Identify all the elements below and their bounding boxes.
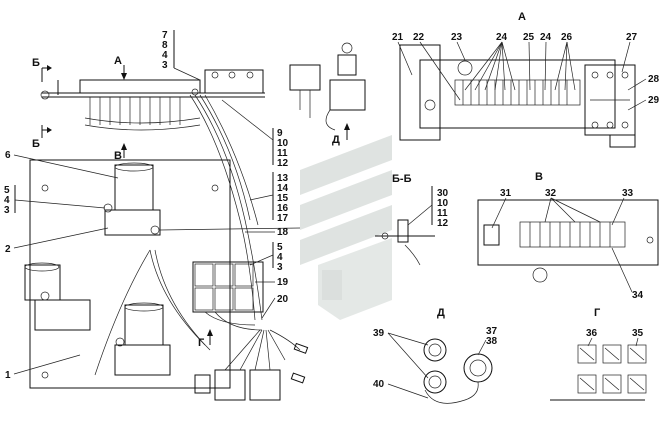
- svg-text:28: 28: [648, 74, 660, 85]
- label-1: 1: [5, 354, 81, 381]
- svg-text:А: А: [114, 55, 122, 67]
- svg-text:В: В: [114, 150, 122, 162]
- svg-text:23: 23: [451, 32, 463, 43]
- svg-text:14: 14: [277, 183, 289, 194]
- svg-text:7: 7: [162, 30, 168, 41]
- svg-text:5: 5: [4, 185, 10, 196]
- connector-bundle: [194, 329, 309, 401]
- view-arrow-d: Д: [332, 123, 350, 146]
- svg-text:Д: Д: [437, 307, 445, 319]
- svg-text:36: 36: [586, 328, 598, 339]
- label-stack-left: 5 4 3: [4, 185, 106, 216]
- svg-text:10: 10: [437, 198, 449, 209]
- watermark-logo: [300, 135, 392, 320]
- svg-text:1: 1: [5, 370, 11, 381]
- label-6: 6: [5, 150, 119, 179]
- svg-text:26: 26: [561, 32, 573, 43]
- svg-text:17: 17: [277, 213, 289, 224]
- svg-text:37: 37: [486, 326, 498, 337]
- svg-text:Д: Д: [332, 134, 340, 146]
- svg-text:Б: Б: [32, 138, 40, 150]
- svg-text:6: 6: [5, 150, 11, 161]
- svg-text:11: 11: [437, 208, 448, 219]
- view-arrow-g: Г: [198, 329, 213, 349]
- view-v: В 31 32 33 34: [477, 171, 659, 301]
- svg-text:20: 20: [277, 294, 289, 305]
- svg-text:30: 30: [437, 188, 449, 199]
- view-g: Г 36 35: [550, 307, 647, 401]
- svg-text:25: 25: [523, 32, 535, 43]
- svg-text:Б-Б: Б-Б: [392, 173, 412, 185]
- svg-text:24: 24: [540, 32, 552, 43]
- svg-text:19: 19: [277, 277, 289, 288]
- svg-text:12: 12: [277, 158, 289, 169]
- svg-text:29: 29: [648, 95, 660, 106]
- svg-text:35: 35: [632, 328, 644, 339]
- svg-text:А: А: [518, 11, 526, 23]
- svg-text:38: 38: [486, 336, 498, 347]
- svg-text:9: 9: [277, 128, 283, 139]
- main-plate: [24, 94, 301, 389]
- svg-text:15: 15: [277, 193, 289, 204]
- svg-text:8: 8: [162, 40, 168, 51]
- label-stack-right: 9 10 11 12: [221, 99, 289, 169]
- svg-text:40: 40: [373, 379, 385, 390]
- svg-text:21: 21: [392, 32, 404, 43]
- view-arrow-v: В: [114, 143, 127, 162]
- svg-text:27: 27: [626, 32, 638, 43]
- label-19: 19: [255, 277, 289, 288]
- svg-text:4: 4: [162, 50, 168, 61]
- svg-text:3: 3: [162, 60, 168, 71]
- svg-text:4: 4: [4, 195, 10, 206]
- view-d: Д 39 37 38 40: [373, 307, 498, 404]
- label-2: 2: [5, 227, 109, 255]
- svg-text:32: 32: [545, 188, 557, 199]
- svg-text:16: 16: [277, 203, 289, 214]
- svg-text:22: 22: [413, 32, 425, 43]
- svg-text:31: 31: [500, 188, 512, 199]
- view-a: А 21 22 23 24 25: [392, 11, 660, 148]
- svg-text:3: 3: [277, 262, 283, 273]
- svg-text:12: 12: [437, 218, 449, 229]
- relay-block: [192, 261, 264, 331]
- svg-text:5: 5: [277, 242, 283, 253]
- svg-text:2: 2: [5, 244, 11, 255]
- svg-text:33: 33: [622, 188, 634, 199]
- svg-text:4: 4: [277, 252, 283, 263]
- label-20: 20: [261, 294, 289, 319]
- svg-text:18: 18: [277, 227, 289, 238]
- svg-text:39: 39: [373, 328, 385, 339]
- svg-text:11: 11: [277, 148, 288, 159]
- svg-text:10: 10: [277, 138, 289, 149]
- svg-text:24: 24: [496, 32, 508, 43]
- top-fuse-strip: [40, 42, 366, 131]
- label-stack-18: 5 4 3: [249, 242, 283, 273]
- label-stack-mid: 13 14 15 16 17: [249, 172, 289, 224]
- section-bb: Б-Б 30 10 11 12: [375, 173, 449, 266]
- section-mark-b: Б Б: [32, 57, 52, 150]
- svg-text:Б: Б: [32, 57, 40, 69]
- svg-text:3: 3: [4, 205, 10, 216]
- view-arrow-a: А: [114, 55, 127, 80]
- svg-text:34: 34: [632, 290, 644, 301]
- svg-text:Г: Г: [594, 307, 601, 319]
- label-18: 18: [245, 227, 289, 238]
- label-stack-top: 7 8 4 3: [162, 30, 201, 81]
- svg-text:13: 13: [277, 173, 289, 184]
- svg-text:Г: Г: [198, 337, 205, 349]
- svg-text:В: В: [535, 171, 543, 183]
